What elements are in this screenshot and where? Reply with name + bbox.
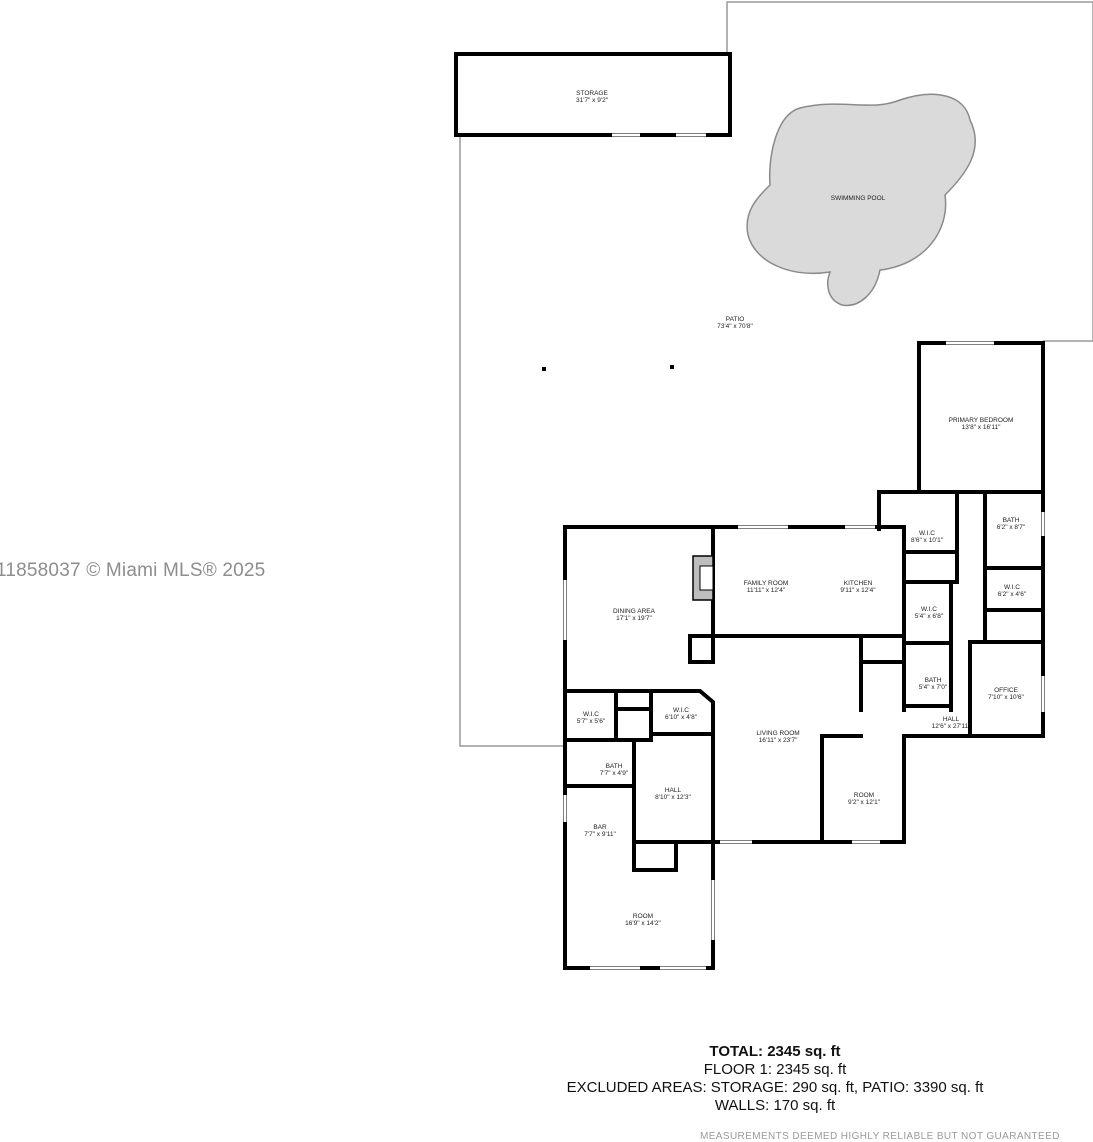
room-dims-primary-bedroom: 13'8" x 16'11": [962, 424, 1001, 431]
room-name-pool: SWIMMING POOL: [831, 195, 886, 202]
room-dims-hall-2: 8'10" x 12'3": [655, 794, 691, 801]
walls: [454, 52, 1045, 970]
room-name-patio: PATIO: [726, 316, 745, 323]
windows: [563, 133, 1045, 970]
room-name-bath-2: BATH: [925, 677, 942, 684]
room-name-storage: STORAGE: [576, 90, 608, 97]
room-dims-bath-2: 5'4" x 7'0": [919, 684, 948, 691]
swimming-pool: [746, 93, 976, 307]
walls-area: WALLS: 170 sq. ft: [714, 1097, 836, 1114]
room-name-wic-2: W.I.C: [1004, 584, 1020, 591]
room-name-room-1: ROOM: [854, 792, 874, 799]
room-name-dining-area: DINING AREA: [613, 608, 656, 615]
room-name-primary-bedroom: PRIMARY BEDROOM: [949, 417, 1014, 424]
room-name-kitchen: KITCHEN: [844, 580, 873, 587]
room-dims-wic-3: 5'4" x 6'8": [915, 613, 944, 620]
room-name-wic-1: W.I.C: [919, 530, 935, 537]
room-name-bath-primary: BATH: [1003, 517, 1020, 524]
room-name-living-room: LIVING ROOM: [756, 730, 799, 737]
room-dims-bath-primary: 6'2" x 8'7": [997, 524, 1026, 531]
room-dims-hall-1: 12'6" x 27'11": [932, 723, 971, 730]
room-dims-storage: 31'7" x 9'2": [576, 97, 609, 104]
mls-watermark: 11858037 © Miami MLS® 2025: [0, 560, 266, 581]
disclaimer: MEASUREMENTS DEEMED HIGHLY RELIABLE BUT …: [700, 1131, 1060, 1142]
column: [670, 365, 674, 369]
excluded-areas: EXCLUDED AREAS: STORAGE: 290 sq. ft, PAT…: [566, 1079, 984, 1096]
room-name-wic-3: W.I.C: [921, 606, 937, 613]
room-dims-room-1: 9'2" x 12'1": [848, 799, 881, 806]
room-dims-bath-3: 7'7" x 4'9": [600, 770, 629, 777]
room-dims-wic-1: 8'6" x 10'1": [911, 537, 944, 544]
room-dims-office: 7'10" x 10'6": [988, 694, 1024, 701]
room-name-office: OFFICE: [994, 687, 1018, 694]
room-name-family-room: FAMILY ROOM: [744, 580, 789, 587]
room-name-hall-1: HALL: [943, 716, 960, 723]
room-dims-wic-4: 5'7" x 5'6": [577, 718, 606, 725]
room-dims-kitchen: 9'11" x 12'4": [840, 587, 876, 594]
fireplace: [692, 555, 714, 601]
total-area: TOTAL: 2345 sq. ft: [709, 1043, 841, 1060]
room-labels: STORAGE 31'7" x 9'2" SWIMMING POOL PATIO…: [576, 90, 1027, 927]
room-dims-wic-5: 6'10" x 4'8": [665, 714, 698, 721]
room-dims-dining-area: 17'1" x 19'7": [616, 615, 652, 622]
room-name-wic-5: W.I.C: [673, 707, 689, 714]
room-dims-living-room: 16'11" x 23'7": [759, 737, 798, 744]
room-dims-patio: 73'4" x 70'8": [717, 323, 753, 330]
room-name-bath-3: BATH: [606, 763, 623, 770]
column: [542, 367, 546, 371]
room-name-bar: BAR: [593, 824, 607, 831]
room-name-hall-2: HALL: [665, 787, 682, 794]
room-dims-family-room: 11'11" x 12'4": [747, 587, 786, 594]
floor-area: FLOOR 1: 2345 sq. ft: [703, 1061, 847, 1078]
room-dims-bar: 7'7" x 9'11": [584, 831, 616, 838]
room-name-wic-4: W.I.C: [583, 711, 599, 718]
room-dims-wic-2: 6'2" x 4'6": [998, 591, 1027, 598]
room-name-room-2: ROOM: [633, 913, 653, 920]
area-summary: TOTAL: 2345 sq. ft FLOOR 1: 2345 sq. ft …: [540, 1043, 1010, 1115]
room-dims-room-2: 16'9" x 14'2": [625, 920, 661, 927]
